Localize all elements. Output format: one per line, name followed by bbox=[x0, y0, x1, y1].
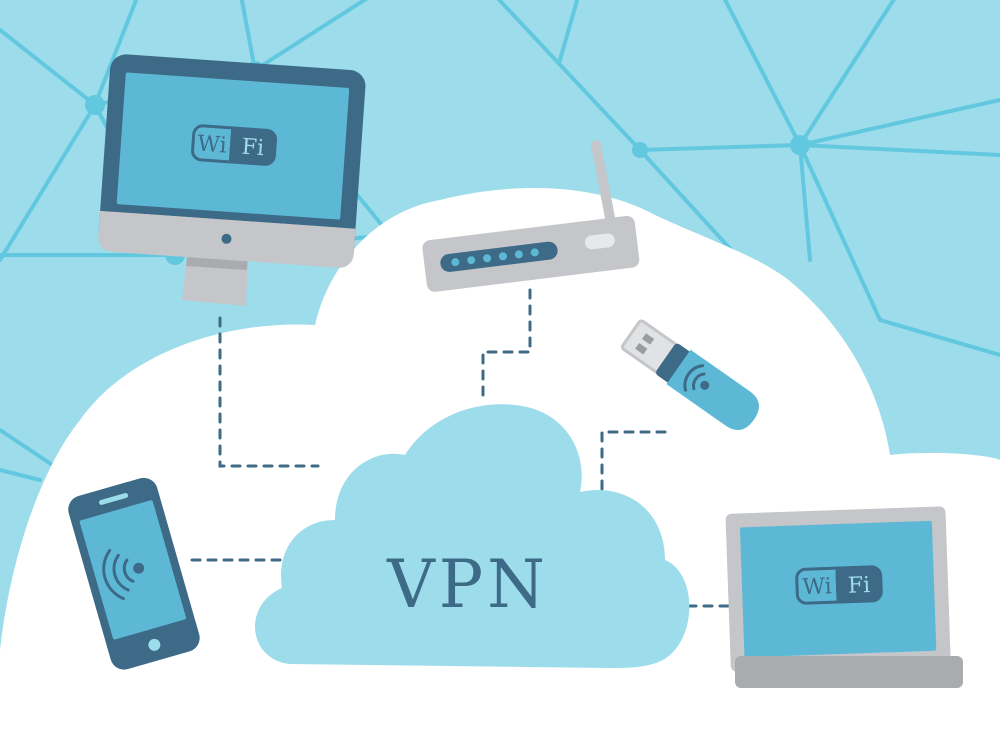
wifi-router bbox=[422, 140, 640, 292]
phone-signal-icon bbox=[102, 549, 145, 601]
phone-home-button bbox=[148, 638, 161, 651]
desktop-monitor: Wi Fi bbox=[98, 54, 366, 306]
connector-monitor bbox=[218, 316, 320, 468]
connector-router bbox=[481, 288, 532, 402]
connector-usb bbox=[600, 430, 667, 492]
laptop-badge-wi: Wi bbox=[802, 574, 832, 600]
router-button bbox=[584, 233, 615, 250]
monitor-power-icon bbox=[221, 233, 232, 244]
laptop-base bbox=[735, 656, 963, 688]
wifi-badge-laptop: Wi Fi bbox=[795, 565, 883, 605]
usb-signal-icon bbox=[683, 364, 710, 392]
phone-speaker bbox=[99, 493, 129, 505]
laptop-badge-fi: Fi bbox=[847, 573, 870, 599]
phone-screen bbox=[79, 500, 187, 640]
usb-neck bbox=[656, 343, 692, 384]
connection-lines bbox=[190, 288, 738, 608]
monitor-badge-wi: Wi bbox=[197, 132, 228, 159]
wifi-badge-monitor: Wi Fi bbox=[191, 124, 278, 166]
vpn-cloud bbox=[255, 404, 690, 668]
usb-body bbox=[666, 349, 759, 431]
usb-stick bbox=[620, 319, 759, 431]
vpn-label: VPN bbox=[386, 546, 549, 623]
router-antenna bbox=[591, 140, 617, 233]
laptop: Wi Fi bbox=[725, 506, 963, 688]
monitor-badge-fi: Fi bbox=[241, 135, 265, 161]
smartphone bbox=[68, 477, 200, 670]
